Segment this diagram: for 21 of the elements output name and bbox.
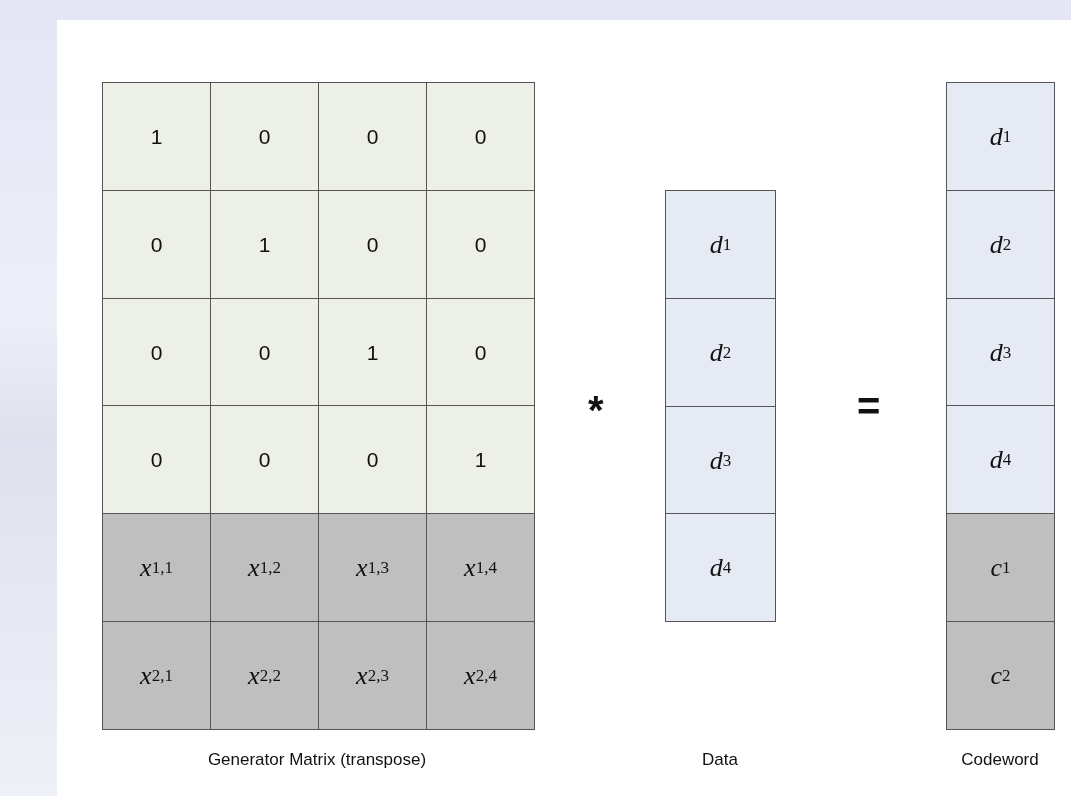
matrix-cell: 0 xyxy=(426,82,535,191)
matrix-cell: 1 xyxy=(426,405,535,514)
matrix-cell: 0 xyxy=(210,405,319,514)
equals-sign: = xyxy=(857,384,881,429)
multiply-sign: * xyxy=(588,388,604,433)
matrix-cell: 0 xyxy=(210,82,319,191)
matrix-cell: 0 xyxy=(318,82,427,191)
caption: Generator Matrix (transpose) xyxy=(207,750,427,770)
caption: Data xyxy=(702,750,738,770)
matrix-cell: 1 xyxy=(102,82,211,191)
matrix-cell: 0 xyxy=(426,298,535,407)
matrix-cell: 1 xyxy=(318,298,427,407)
matrix-cell: 0 xyxy=(318,405,427,514)
caption: Codeword xyxy=(961,750,1039,770)
matrix-cell: 0 xyxy=(318,190,427,299)
matrix-cell: 1 xyxy=(210,190,319,299)
matrix-cell: 0 xyxy=(102,405,211,514)
matrix-cell: 0 xyxy=(210,298,319,407)
matrix-cell: 0 xyxy=(426,190,535,299)
matrix-cell: 0 xyxy=(102,190,211,299)
matrix-cell: 0 xyxy=(102,298,211,407)
